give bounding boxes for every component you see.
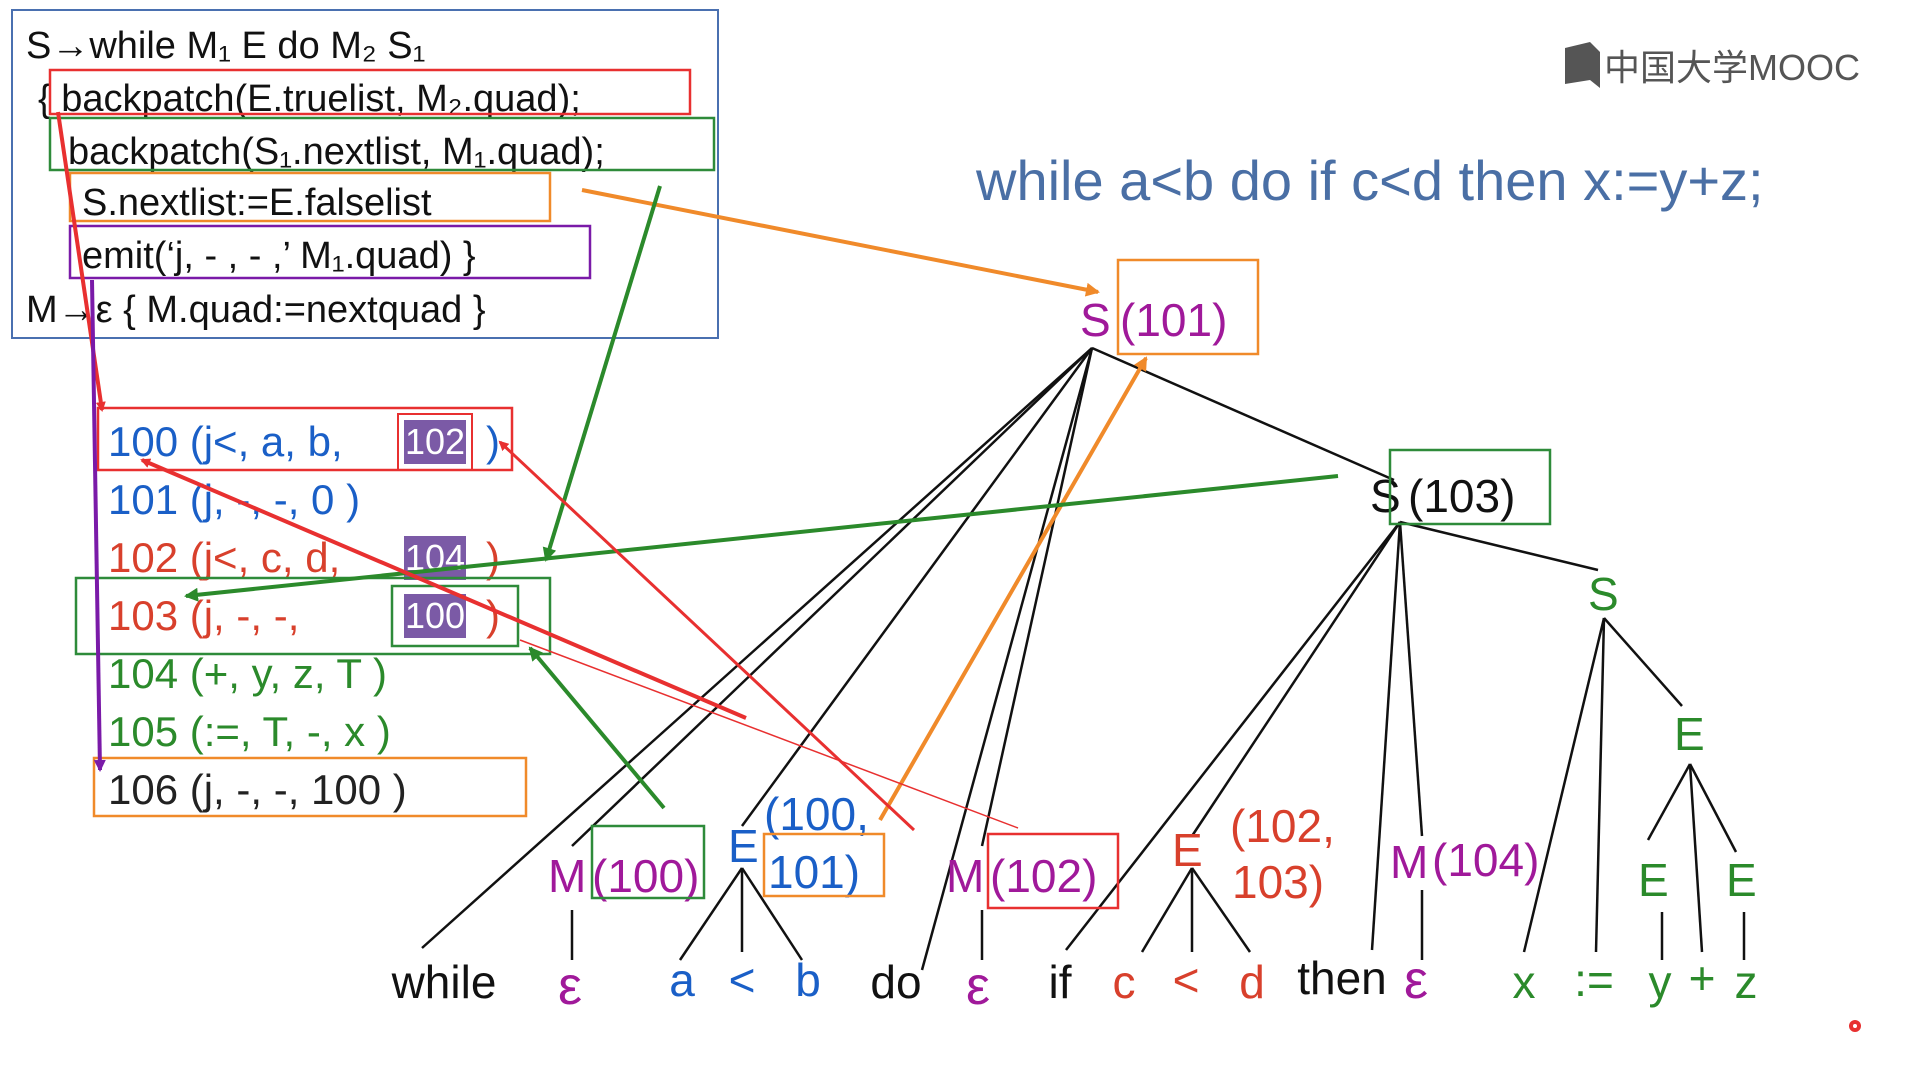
- quad-105: 105 (:=, T, -, x ): [108, 708, 391, 755]
- quad-100: 100 (j<, a, b,: [108, 418, 343, 465]
- rule-line-backpatch-nextlist: backpatch(S₁.nextlist, M₁.quad);: [68, 131, 605, 173]
- leaf-lt-1: <: [729, 954, 756, 1006]
- leaf-then: then: [1297, 952, 1387, 1004]
- leaf-lt-2: <: [1173, 954, 1200, 1006]
- leaf-if: if: [1049, 956, 1072, 1008]
- logo-book-icon: [1565, 42, 1600, 88]
- annotation-arrows: [56, 111, 1339, 832]
- quad-106: 106 (j, -, -, 100 ): [108, 766, 407, 813]
- leaf-epsilon-m2: ε: [966, 956, 990, 1016]
- node-m2: M: [946, 850, 984, 902]
- quad-102: 102 (j<, c, d,: [108, 534, 340, 581]
- node-m1: M: [548, 850, 586, 902]
- leaf-z: z: [1735, 956, 1758, 1008]
- node-s-root-value: (101): [1120, 294, 1227, 346]
- node-m1-value: (100): [592, 850, 699, 902]
- quad-100-target: 102: [405, 421, 465, 462]
- leaf-y: y: [1649, 956, 1672, 1008]
- node-s-assign: S: [1588, 568, 1619, 620]
- node-m2-value: (102): [990, 850, 1097, 902]
- parse-tree-edges: [421, 346, 1746, 971]
- node-e1-value-a: (100,: [764, 788, 869, 840]
- quad-104: 104 (+, y, z, T ): [108, 650, 387, 697]
- rule-line-m-epsilon: M→ε { M.quad:=nextquad }: [26, 289, 486, 331]
- node-m3-value: (104): [1432, 834, 1539, 886]
- node-s-if-value-box: [1388, 448, 1552, 526]
- quad-103: 103 (j, -, -,: [108, 592, 299, 639]
- node-e-y: E: [1638, 854, 1669, 906]
- quad-100-target-badge: [404, 420, 466, 464]
- quad-103-close: ): [486, 592, 500, 639]
- laser-pointer-dot-core: [1853, 1024, 1857, 1028]
- quad-100-close: ): [486, 418, 500, 465]
- node-e1: E: [728, 820, 759, 872]
- leaf-do: do: [870, 956, 921, 1008]
- quad-103-target-badge: [404, 594, 466, 638]
- node-e1-value-b: 101): [768, 846, 860, 898]
- node-s-if-value: (103): [1408, 470, 1515, 522]
- node-m1-value-box: [590, 824, 706, 900]
- node-e-z: E: [1726, 854, 1757, 906]
- leaf-while: while: [391, 956, 497, 1008]
- leaf-d: d: [1239, 956, 1265, 1008]
- quad-106-box: [92, 756, 528, 818]
- leaf-plus: +: [1689, 952, 1716, 1004]
- quad-100-target-box: [397, 413, 473, 471]
- rule-line-nextlist: S.nextlist:=E.falselist: [82, 182, 432, 224]
- leaf-b: b: [795, 954, 821, 1006]
- highlight-box-emit: [68, 224, 592, 280]
- quad-102-close: ): [486, 534, 500, 581]
- highlight-box-nextlist: [48, 116, 716, 172]
- node-e-assign: E: [1674, 708, 1705, 760]
- leaf-assign-op: :=: [1574, 954, 1614, 1006]
- mooc-logo: 中国大学MOOC: [1565, 42, 1860, 88]
- quad-103-box: [74, 576, 552, 656]
- node-e2-value-b: 103): [1232, 856, 1324, 908]
- rule-line-production: S→while M₁ E do M₂ S₁: [26, 25, 425, 67]
- node-m3: M: [1390, 836, 1428, 888]
- node-e1-truelist-box: [762, 832, 886, 898]
- node-s-root: S: [1080, 294, 1111, 346]
- rule-line-emit: emit(‘j, - , - ,’ M₁.quad) }: [82, 235, 476, 277]
- logo-text: 中国大学MOOC: [1604, 47, 1860, 88]
- quad-103-target: 100: [405, 595, 465, 636]
- node-s-if: S: [1370, 470, 1401, 522]
- node-e2: E: [1172, 824, 1203, 876]
- node-s-root-value-box: [1116, 258, 1260, 356]
- leaf-c: c: [1113, 956, 1136, 1008]
- node-m2-value-box: [986, 832, 1120, 910]
- leaf-epsilon-m3: ε: [1404, 950, 1428, 1010]
- leaf-x: x: [1513, 956, 1536, 1008]
- leaf-epsilon-m1: ε: [558, 956, 582, 1016]
- source-sentence: while a<b do if c<d then x:=y+z;: [975, 149, 1764, 212]
- highlight-box-truelist: [48, 68, 692, 116]
- quad-103-target-box: [390, 584, 520, 648]
- quad-100-box: [96, 406, 514, 472]
- leaf-a: a: [669, 954, 695, 1006]
- node-e2-value-a: (102,: [1230, 800, 1335, 852]
